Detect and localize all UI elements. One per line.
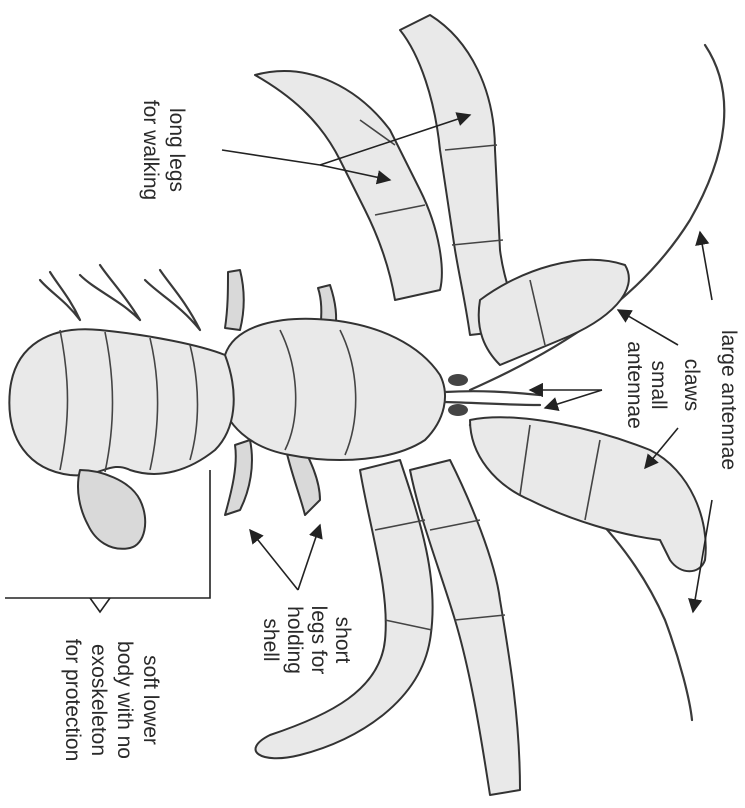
label-short-legs-line-2: legs for bbox=[307, 606, 330, 675]
tuft-2 bbox=[145, 270, 200, 330]
arrow-claws-up bbox=[618, 310, 678, 345]
arrow-short-legs-a bbox=[250, 530, 298, 590]
walking-leg-lower-inner bbox=[256, 460, 433, 758]
label-soft-body-line-1: soft lower bbox=[139, 655, 162, 745]
soft-abdomen bbox=[9, 329, 233, 475]
short-leg-2 bbox=[225, 440, 252, 515]
crab-eye-lower bbox=[448, 404, 468, 416]
bracket-soft-body-tick bbox=[90, 598, 110, 612]
crab-eye-upper bbox=[448, 374, 468, 386]
label-large-antennae: large antennae bbox=[717, 330, 740, 470]
label-long-legs-line-2: for walking bbox=[139, 100, 162, 200]
label-claws-text: claws bbox=[680, 359, 703, 412]
label-soft-body-line-2: body with no bbox=[113, 641, 136, 759]
label-small-antennae-line-2: antennae bbox=[623, 341, 646, 429]
arrow-long-legs-stem bbox=[222, 150, 320, 165]
arrow-large-antennae-up bbox=[700, 232, 712, 300]
arrow-short-legs-b bbox=[298, 525, 320, 590]
label-soft-body-line-4: for protection bbox=[61, 639, 84, 762]
label-small-antennae: small antennae bbox=[623, 341, 670, 429]
label-soft-body-line-3: exoskeleton bbox=[87, 644, 110, 756]
label-long-legs-line-1: long legs bbox=[165, 108, 188, 192]
label-soft-body: soft lower body with no exoskeleton for … bbox=[61, 639, 162, 762]
tuft-3 bbox=[40, 272, 80, 320]
label-short-legs-line-1: short bbox=[331, 617, 354, 664]
tuft-1 bbox=[80, 265, 140, 320]
arrow-small-antennae-down bbox=[545, 390, 602, 408]
label-long-legs: long legs for walking bbox=[139, 100, 188, 200]
small-antenna-upper bbox=[445, 391, 540, 395]
label-small-antennae-line-1: small bbox=[647, 360, 670, 409]
label-short-legs-line-4: shell bbox=[259, 618, 282, 661]
label-claws: claws bbox=[680, 359, 703, 412]
tail-fan bbox=[78, 470, 145, 549]
walking-leg-upper-inner bbox=[255, 71, 442, 300]
label-short-legs-line-3: holding bbox=[283, 606, 306, 674]
carapace bbox=[220, 319, 445, 460]
large-claw bbox=[470, 417, 706, 571]
short-leg-3 bbox=[225, 270, 244, 330]
label-large-antennae-text: large antennae bbox=[717, 330, 740, 470]
label-short-legs: short legs for holding shell bbox=[259, 606, 354, 675]
